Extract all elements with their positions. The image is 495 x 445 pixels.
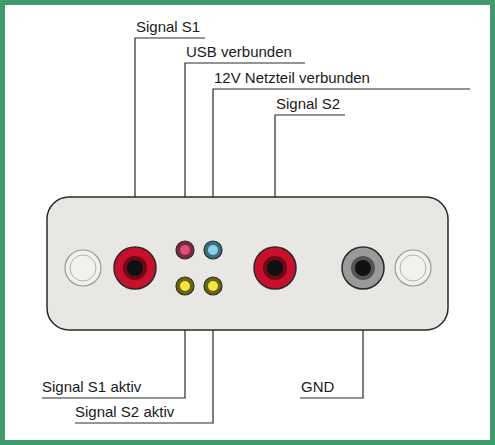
led-label: 12V Netzteil verbunden: [214, 69, 370, 86]
jack-gnd: [342, 247, 384, 289]
signal-label: Signal S2: [276, 95, 340, 112]
panel-plate: [47, 197, 448, 330]
led-label: Signal S1 aktiv: [42, 378, 141, 395]
ground-label: GND: [301, 378, 334, 395]
leader-lines: [42, 38, 470, 423]
jack-s2: [254, 247, 296, 289]
jack-s1: [114, 247, 156, 289]
signal-label: Signal S1: [136, 18, 200, 35]
led-label: USB verbunden: [186, 43, 292, 60]
leds: [176, 241, 222, 295]
led-label: Signal S2 aktiv: [75, 403, 174, 420]
frame: [3, 3, 493, 443]
